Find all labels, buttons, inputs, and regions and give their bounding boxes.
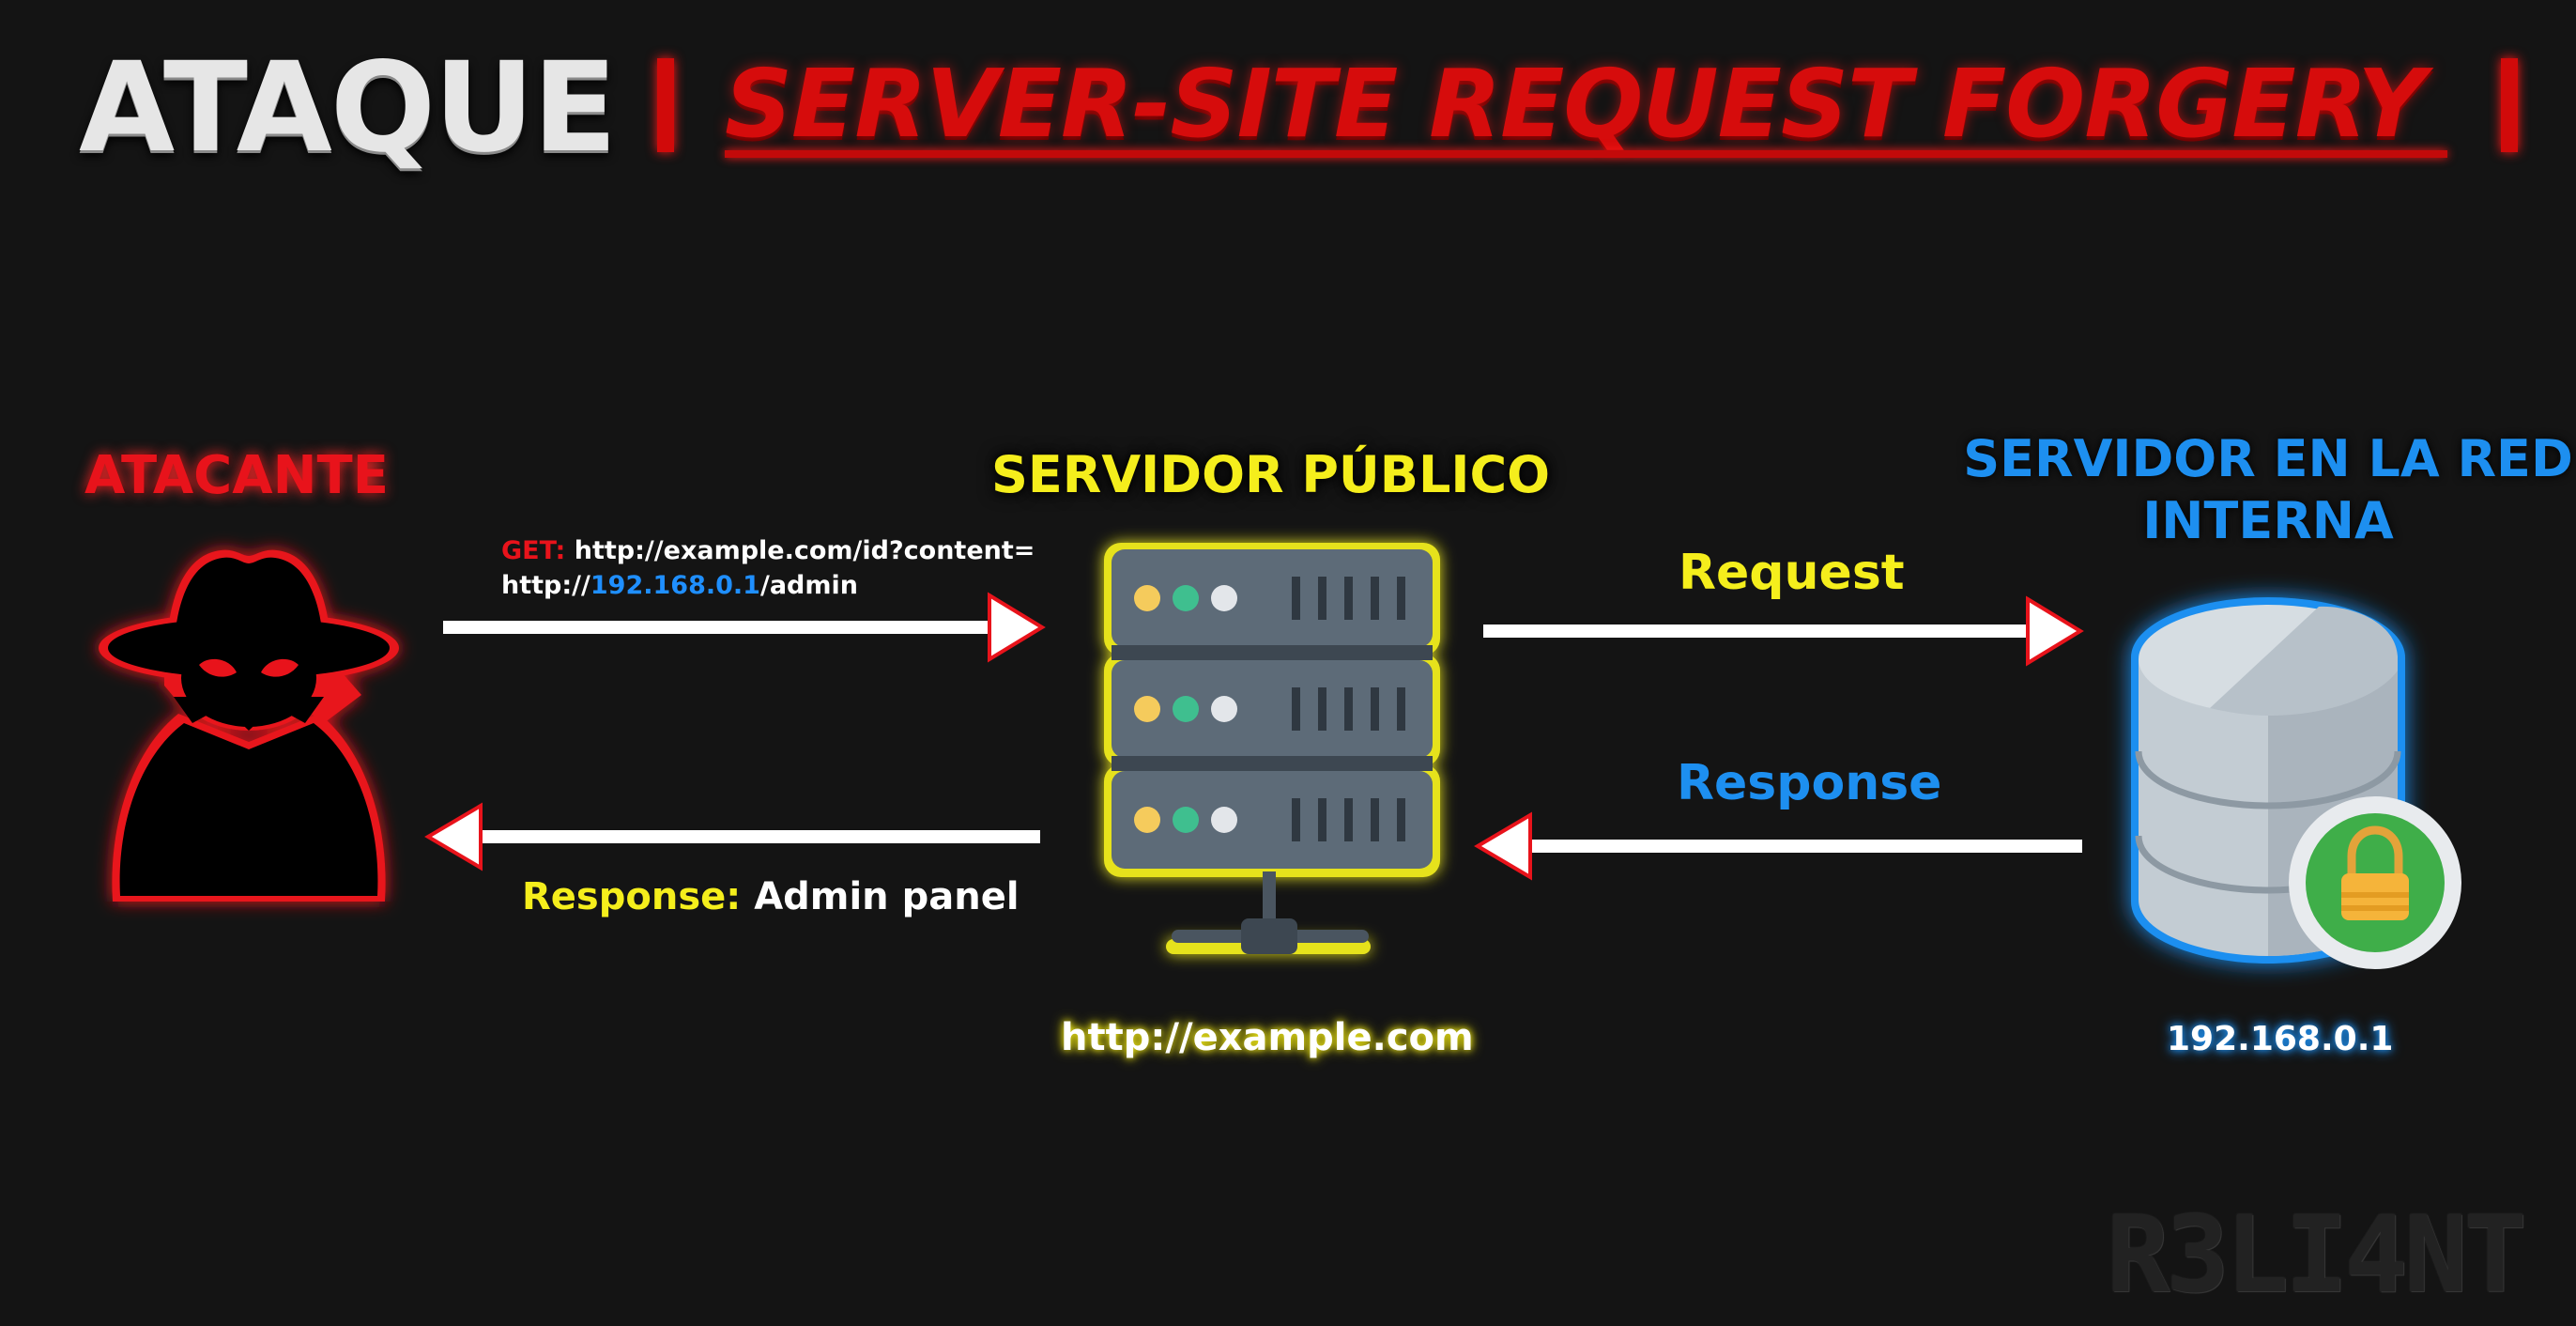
response-label: Response: [1677, 755, 1942, 811]
spy-icon: [99, 549, 399, 902]
get-url-line1: http://example.com/id?content=: [574, 536, 1035, 565]
title-ssrf: SERVER-SITE REQUEST FORGERY: [725, 49, 2426, 159]
public-server-icon: [1104, 543, 1440, 954]
admin-response-key: Response:: [522, 875, 742, 918]
internal-server-label: SERVIDOR EN LA RED INTERNA: [1963, 429, 2573, 550]
lock-icon: [2289, 796, 2461, 969]
title-bar-right: [2501, 58, 2518, 152]
public-server-label: SERVIDOR PÚBLICO: [991, 445, 1550, 504]
database-icon: [2131, 597, 2405, 964]
get-url-prefix: http://: [501, 571, 590, 600]
request-label: Request: [1679, 545, 1905, 601]
get-url-ip: 192.168.0.1: [590, 571, 760, 600]
arrow-get-to-public: [443, 592, 1046, 663]
get-method: GET:: [501, 536, 566, 565]
admin-response-label: Response: Admin panel: [522, 875, 1020, 918]
title-underline: [725, 150, 2447, 158]
title-attack: ATAQUE: [79, 36, 617, 180]
public-server-url: http://example.com: [1061, 1016, 1474, 1059]
arrow-request-to-internal: [1483, 595, 2084, 667]
get-url-suffix: /admin: [759, 571, 858, 600]
internal-server-ip: 192.168.0.1: [2167, 1020, 2394, 1058]
admin-response-value: Admin panel: [754, 875, 1020, 918]
arrow-response-to-attacker: [424, 802, 1040, 871]
author-watermark: R3LI4NT: [2107, 1195, 2527, 1317]
arrow-response-to-public: [1474, 811, 2082, 881]
title-bar-left: [657, 58, 674, 152]
attacker-label: ATACANTE: [84, 445, 389, 506]
get-request-text: GET: http://example.com/id?content= http…: [501, 533, 1035, 603]
